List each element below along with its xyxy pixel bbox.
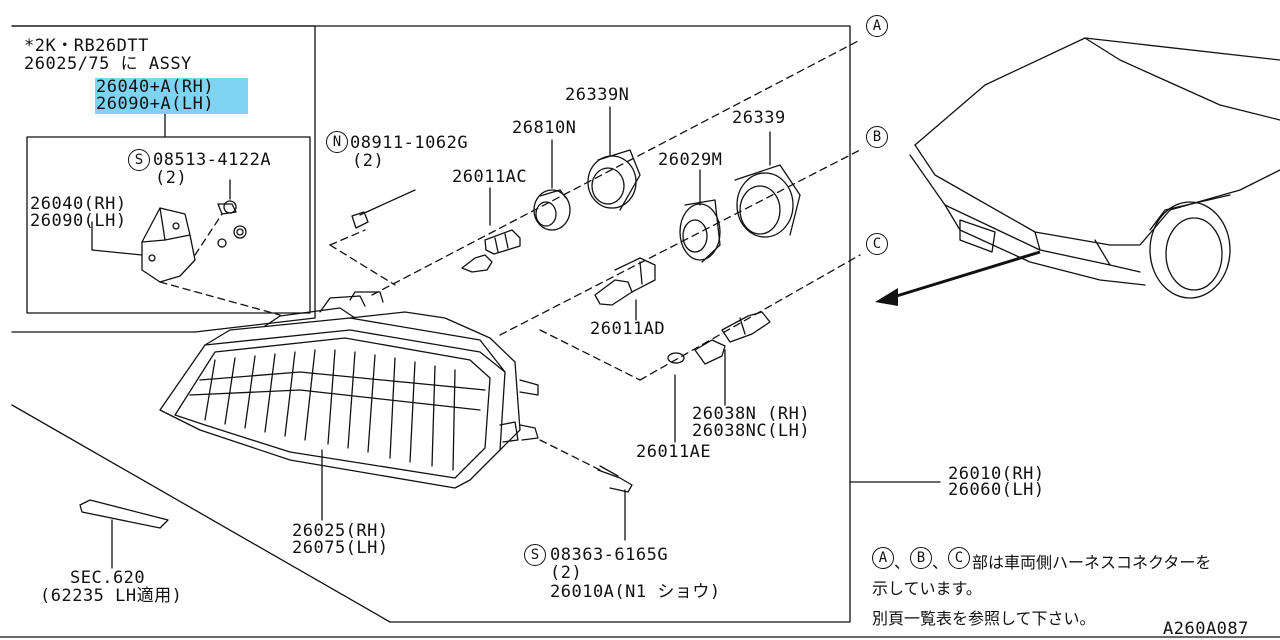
footnote-line3: 別頁一覧表を参照して下さい。	[872, 609, 1096, 628]
part-26029m[interactable]: 26029M	[658, 150, 723, 170]
part-08363-6165g[interactable]: 08363-6165G	[550, 545, 669, 565]
socket-26339n-drawing	[587, 149, 641, 211]
part-26025-rh[interactable]: 26025(RH)	[292, 521, 389, 541]
n-marker-08911: N	[326, 131, 348, 153]
inset-subframe	[26, 136, 311, 314]
direction-arrow	[889, 250, 1041, 300]
part-26038nc-lh[interactable]: 26038NC(LH)	[692, 421, 811, 441]
part-26011ae[interactable]: 26011AE	[636, 442, 712, 462]
footnote-a-marker: A	[872, 547, 894, 569]
part-26010-rh[interactable]: 26010(RH)	[948, 464, 1045, 484]
assy-note-line2: 26025/75 に ASSY	[24, 54, 192, 74]
headlamp-drawing	[159, 291, 539, 489]
footnote-line1: 部は車両側ハーネスコネクターを	[972, 553, 1212, 572]
socket-26810n-drawing	[533, 189, 571, 231]
part-26010a[interactable]: 26010A(N1 ショウ)	[550, 582, 721, 602]
inset-frame-top	[11, 25, 316, 333]
part-26810n[interactable]: 26810N	[512, 118, 577, 138]
part-26090-lh[interactable]: 26090(LH)	[30, 211, 127, 231]
assembly-frame	[11, 25, 851, 623]
bulb-26011ae-drawing	[667, 352, 685, 364]
bulb-26011ac-drawing	[461, 229, 521, 273]
footnote-sep-2: 、	[932, 553, 949, 572]
highlight-bar	[95, 78, 248, 114]
part-08513-qty: (2)	[155, 168, 188, 188]
footnote-sep-1: 、	[894, 553, 911, 572]
part-26075-lh[interactable]: 26075(LH)	[292, 538, 389, 558]
assy-highlight-rh[interactable]: 26040+A(RH)	[96, 77, 215, 97]
sec620-bracket-drawing	[79, 499, 169, 529]
footnote-b-marker: B	[910, 547, 932, 569]
sec-620-ref[interactable]: SEC.620	[70, 568, 146, 588]
seal-26029m-drawing	[679, 199, 721, 263]
part-08363-qty: (2)	[550, 563, 583, 583]
part-26038n-rh[interactable]: 26038N (RH)	[692, 404, 811, 424]
footnote-c-marker: C	[948, 547, 970, 569]
assy-highlight-lh[interactable]: 26090+A(LH)	[96, 94, 215, 114]
harness-drawing	[694, 311, 771, 365]
bracket-drawing	[91, 179, 247, 283]
part-26011ad[interactable]: 26011AD	[590, 319, 666, 339]
part-08911-1062g[interactable]: 08911-1062G	[350, 133, 469, 153]
footnote-line2: 示しています。	[872, 579, 982, 598]
part-08911-qty: (2)	[352, 151, 385, 171]
footnote: A 、 B 、 C 部は車両側ハーネスコネクターを 示しています。 別頁一覧表を…	[872, 547, 1211, 629]
nut-drawing	[351, 211, 369, 229]
s-marker-08513: S	[128, 149, 150, 171]
a-marker: A	[866, 15, 888, 37]
part-26011ac[interactable]: 26011AC	[452, 167, 528, 187]
c-marker: C	[866, 233, 888, 255]
part-26339[interactable]: 26339	[732, 108, 786, 128]
bulb-26011ad-drawing	[594, 257, 656, 306]
part-08513-4122a[interactable]: 08513-4122A	[153, 150, 272, 170]
car-sketch	[909, 37, 1280, 299]
b-marker: B	[866, 126, 888, 148]
screw-drawing	[597, 465, 633, 493]
ring-26339-drawing	[734, 164, 801, 238]
assy-note-line1: *2K・RB26DTT	[24, 36, 149, 56]
diagram-code: A260A087	[1163, 619, 1249, 639]
part-26339n[interactable]: 26339N	[565, 85, 630, 105]
part-26040-rh[interactable]: 26040(RH)	[30, 194, 127, 214]
s-marker-08363: S	[524, 544, 546, 566]
sec-620-sub: (62235 LH適用)	[40, 586, 183, 606]
part-26060-lh[interactable]: 26060(LH)	[948, 480, 1045, 500]
